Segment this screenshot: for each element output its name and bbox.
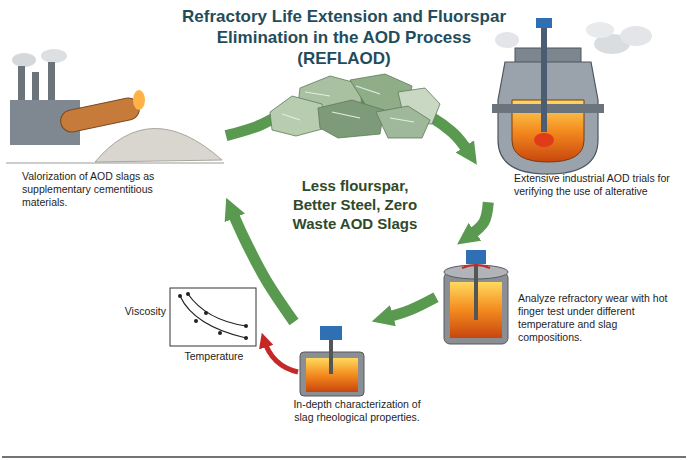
aod-converter xyxy=(492,18,652,174)
viscosity-chart xyxy=(170,288,256,346)
label-area: Temperature xyxy=(172,350,256,363)
cement-plant xyxy=(32,72,39,102)
cement-plant xyxy=(48,62,55,102)
viscosity-chart xyxy=(244,324,248,328)
viscosity-chart xyxy=(186,292,190,296)
cycle-arrow xyxy=(385,297,436,318)
rheometer xyxy=(320,326,342,340)
stage-caption: In-depth characterization of slag rheolo… xyxy=(284,398,430,424)
aod-converter xyxy=(586,22,614,38)
cement-plant xyxy=(133,90,145,110)
fluorspar-rocks xyxy=(270,74,440,138)
viscosity-chart xyxy=(244,336,248,340)
label-area: Viscosity xyxy=(112,305,166,318)
cement-plant xyxy=(18,66,25,102)
aod-converter xyxy=(498,62,598,174)
fluorspar-rocks xyxy=(282,86,414,122)
cement-plant xyxy=(6,163,224,164)
red-arrow xyxy=(264,340,298,372)
stage-valorization: Valorization of AOD slags as supplementa… xyxy=(4,58,226,213)
fluorspar-rocks xyxy=(318,100,384,138)
axis-label: Viscosity xyxy=(112,305,166,318)
aod-converter xyxy=(541,20,547,132)
aod-converter xyxy=(534,133,554,147)
viscosity-chart xyxy=(194,319,198,323)
stage-caption: Valorization of AOD slags as supplementa… xyxy=(22,170,196,209)
cement-plant xyxy=(95,128,222,162)
cement-plant xyxy=(6,49,224,163)
stage-caption: Extensive industrial AOD trials for veri… xyxy=(514,172,680,198)
cement-plant xyxy=(59,96,142,134)
stage-rheology: In-depth characterization of slag rheolo… xyxy=(282,322,432,426)
aod-converter xyxy=(536,18,552,28)
hot-finger-rig xyxy=(444,250,508,344)
diagram-title: Refractory Life Extension and Fluorspar … xyxy=(176,6,512,69)
viscosity-chart xyxy=(204,311,208,315)
cycle-arrow xyxy=(469,202,489,236)
stage-hot-finger: Analyze refractory wear with hot finger … xyxy=(436,246,684,349)
viscosity-chart xyxy=(170,288,256,346)
hot-finger-rig xyxy=(474,262,478,320)
axis-label: Temperature xyxy=(172,350,256,363)
viscosity-chart xyxy=(178,294,182,298)
stage-converter: Extensive industrial AOD trials for veri… xyxy=(478,28,684,202)
frame-line xyxy=(2,456,686,458)
aod-converter xyxy=(620,26,652,46)
title-area: Refractory Life Extension and Fluorspar … xyxy=(176,6,512,69)
hot-finger-rig xyxy=(466,250,486,264)
fluorspar-rocks xyxy=(270,96,326,136)
slogan-text: Less flourspar, Better Steel, Zero Waste… xyxy=(285,176,425,233)
aod-converter xyxy=(495,32,519,48)
rheometer xyxy=(300,326,364,396)
cement-plant xyxy=(41,49,67,63)
viscosity-chart xyxy=(188,294,246,326)
rheometer xyxy=(329,340,333,374)
label-area: Less flourspar, Better Steel, Zero Waste… xyxy=(285,176,425,233)
cement-plant xyxy=(59,96,142,134)
hot-finger-rig xyxy=(462,265,490,268)
viscosity-chart xyxy=(180,296,246,338)
cement-plant xyxy=(12,53,36,67)
stage-caption: Analyze refractory wear with hot finger … xyxy=(518,292,680,345)
fluorspar-rocks xyxy=(376,106,430,138)
aod-converter xyxy=(492,104,604,113)
viscosity-chart xyxy=(218,331,222,335)
